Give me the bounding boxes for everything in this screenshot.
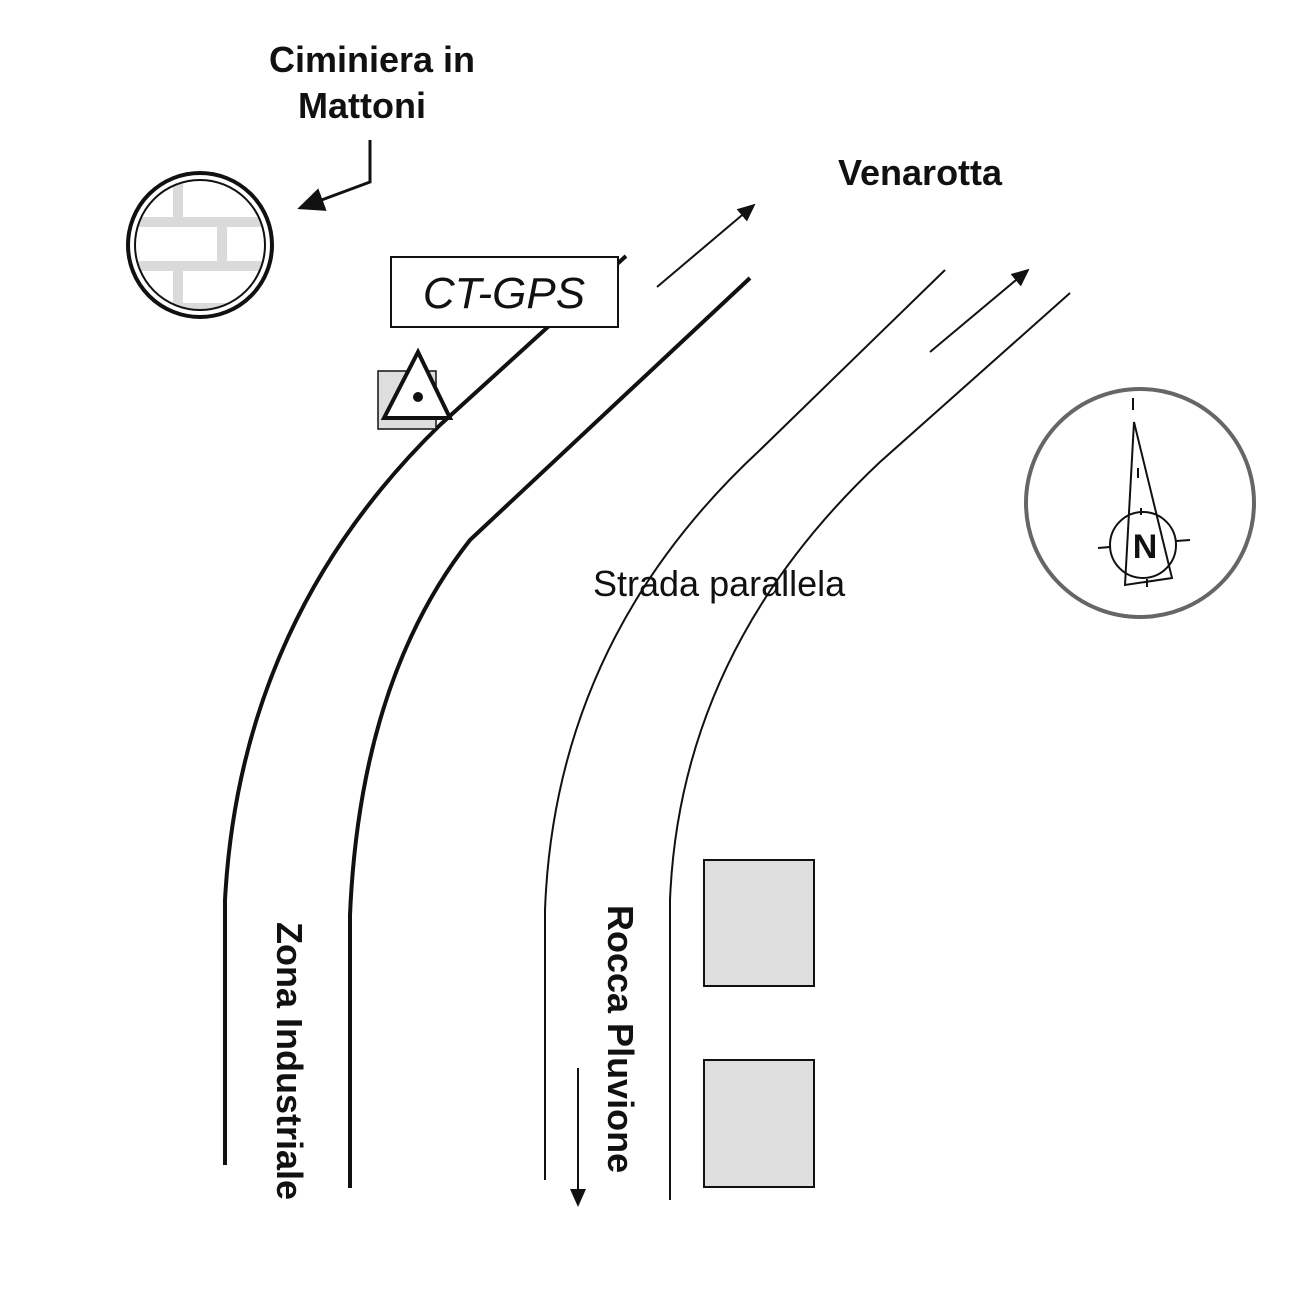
station-label: CT-GPS xyxy=(423,269,585,318)
gps-station-icon xyxy=(377,347,454,430)
building xyxy=(703,859,815,987)
parallel-road-east-edge xyxy=(669,292,1071,1200)
station-label-box: CT-GPS xyxy=(390,256,619,328)
venarotta-label: Venarotta xyxy=(838,152,1003,193)
chimney-pointer-arrow xyxy=(297,140,372,211)
rocca-pluvione-label: Rocca Pluvione xyxy=(600,905,641,1173)
road-main-west-edge xyxy=(223,254,628,1165)
industrial-zone-label: Zona Industriale xyxy=(269,922,310,1200)
chimney-icon xyxy=(126,171,274,319)
parallel-road-label: Strada parallela xyxy=(593,563,846,604)
arrow-to-venarotta-parallel xyxy=(929,268,1030,353)
road-main-east-edge xyxy=(348,276,752,1188)
north-label: N xyxy=(1133,528,1158,566)
parallel-road-west-edge xyxy=(544,269,946,1180)
building xyxy=(703,1059,815,1188)
north-arrow-icon: N xyxy=(1024,387,1256,619)
chimney-label-line1: Ciminiera in xyxy=(269,39,475,80)
arrow-to-venarotta-main xyxy=(656,203,756,288)
chimney-label-line2: Mattoni xyxy=(298,85,426,126)
